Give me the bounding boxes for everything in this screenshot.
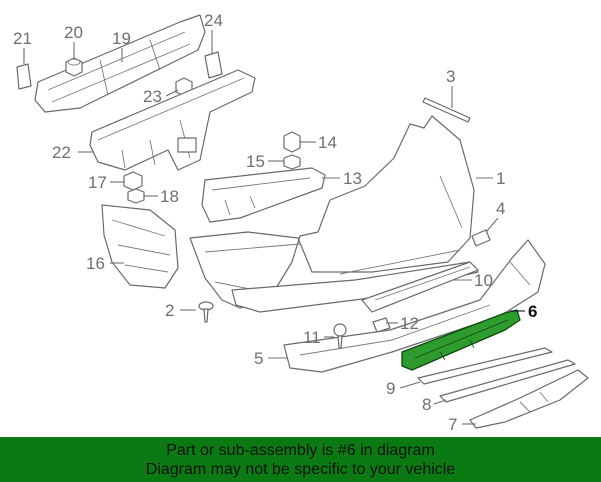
part-21-pad[interactable]	[16, 63, 32, 90]
part-13-bracket[interactable]	[201, 167, 326, 223]
part-24-pad[interactable]	[204, 51, 223, 79]
banner-line-2: Diagram may not be specific to your vehi…	[145, 460, 456, 478]
callout-20[interactable]: 20	[64, 23, 83, 42]
part-12-clip[interactable]	[372, 317, 391, 333]
banner-line-1: Part or sub-assembly is #6 in diagram	[166, 441, 435, 459]
part-9-trim-strip[interactable]	[417, 347, 553, 385]
callout-18[interactable]: 18	[160, 187, 179, 206]
callout-24[interactable]: 24	[204, 11, 223, 30]
part-18-retainer[interactable]	[127, 188, 145, 204]
part-10-lower-bracket[interactable]	[361, 261, 479, 313]
callout-7[interactable]: 7	[448, 415, 457, 434]
callout-14[interactable]: 14	[318, 133, 337, 152]
callout-17[interactable]: 17	[88, 173, 107, 192]
leader-lines	[23, 30, 525, 425]
callout-6[interactable]: 6	[528, 302, 537, 321]
part-4-reflector[interactable]	[471, 229, 491, 247]
exploded-parts-diagram: 1 2 3 4 5 6 7 8 9 10 11 12 13 14 15 16 1…	[13, 11, 589, 434]
callout-3[interactable]: 3	[446, 67, 455, 86]
part-20-nut[interactable]	[65, 57, 83, 77]
part-1-bumper-cover[interactable]	[189, 115, 479, 313]
callout-1[interactable]: 1	[496, 169, 505, 188]
part-5-lower-valance[interactable]	[283, 239, 546, 373]
callout-22[interactable]: 22	[52, 143, 71, 162]
part-8-trim-strip[interactable]	[439, 359, 576, 403]
callout-labels: 1 2 3 4 5 6 7 8 9 10 11 12 13 14 15 16 1…	[13, 11, 537, 434]
callout-23[interactable]: 23	[143, 87, 162, 106]
callout-8[interactable]: 8	[422, 395, 431, 414]
callout-9[interactable]: 9	[386, 379, 395, 398]
part-14-nut[interactable]	[283, 131, 301, 153]
part-19-impact-bar[interactable]	[34, 14, 206, 113]
part-16-side-bracket[interactable]	[101, 204, 179, 289]
callout-11[interactable]: 11	[303, 328, 321, 347]
callout-19[interactable]: 19	[112, 29, 131, 48]
part-22-tow-hitch[interactable]	[89, 69, 256, 171]
part-6-highlighted[interactable]	[401, 309, 521, 371]
part-17-retainer[interactable]	[123, 171, 143, 191]
info-banner: Part or sub-assembly is #6 in diagram Di…	[0, 437, 601, 482]
part-11-push-pin[interactable]	[333, 323, 347, 349]
part-15-nut[interactable]	[283, 154, 301, 170]
callout-16[interactable]: 16	[86, 254, 105, 273]
callout-21[interactable]: 21	[13, 29, 32, 48]
part-7-skid-plate[interactable]	[469, 369, 589, 429]
callout-15[interactable]: 15	[246, 152, 265, 171]
callout-12[interactable]: 12	[400, 314, 419, 333]
callout-2[interactable]: 2	[165, 301, 174, 320]
part-2-bolt[interactable]	[198, 301, 214, 323]
part-3-molding-strip[interactable]	[422, 97, 471, 123]
callout-4[interactable]: 4	[496, 199, 505, 218]
callout-5[interactable]: 5	[254, 349, 263, 368]
callout-10[interactable]: 10	[474, 271, 493, 290]
callout-13[interactable]: 13	[343, 169, 362, 188]
